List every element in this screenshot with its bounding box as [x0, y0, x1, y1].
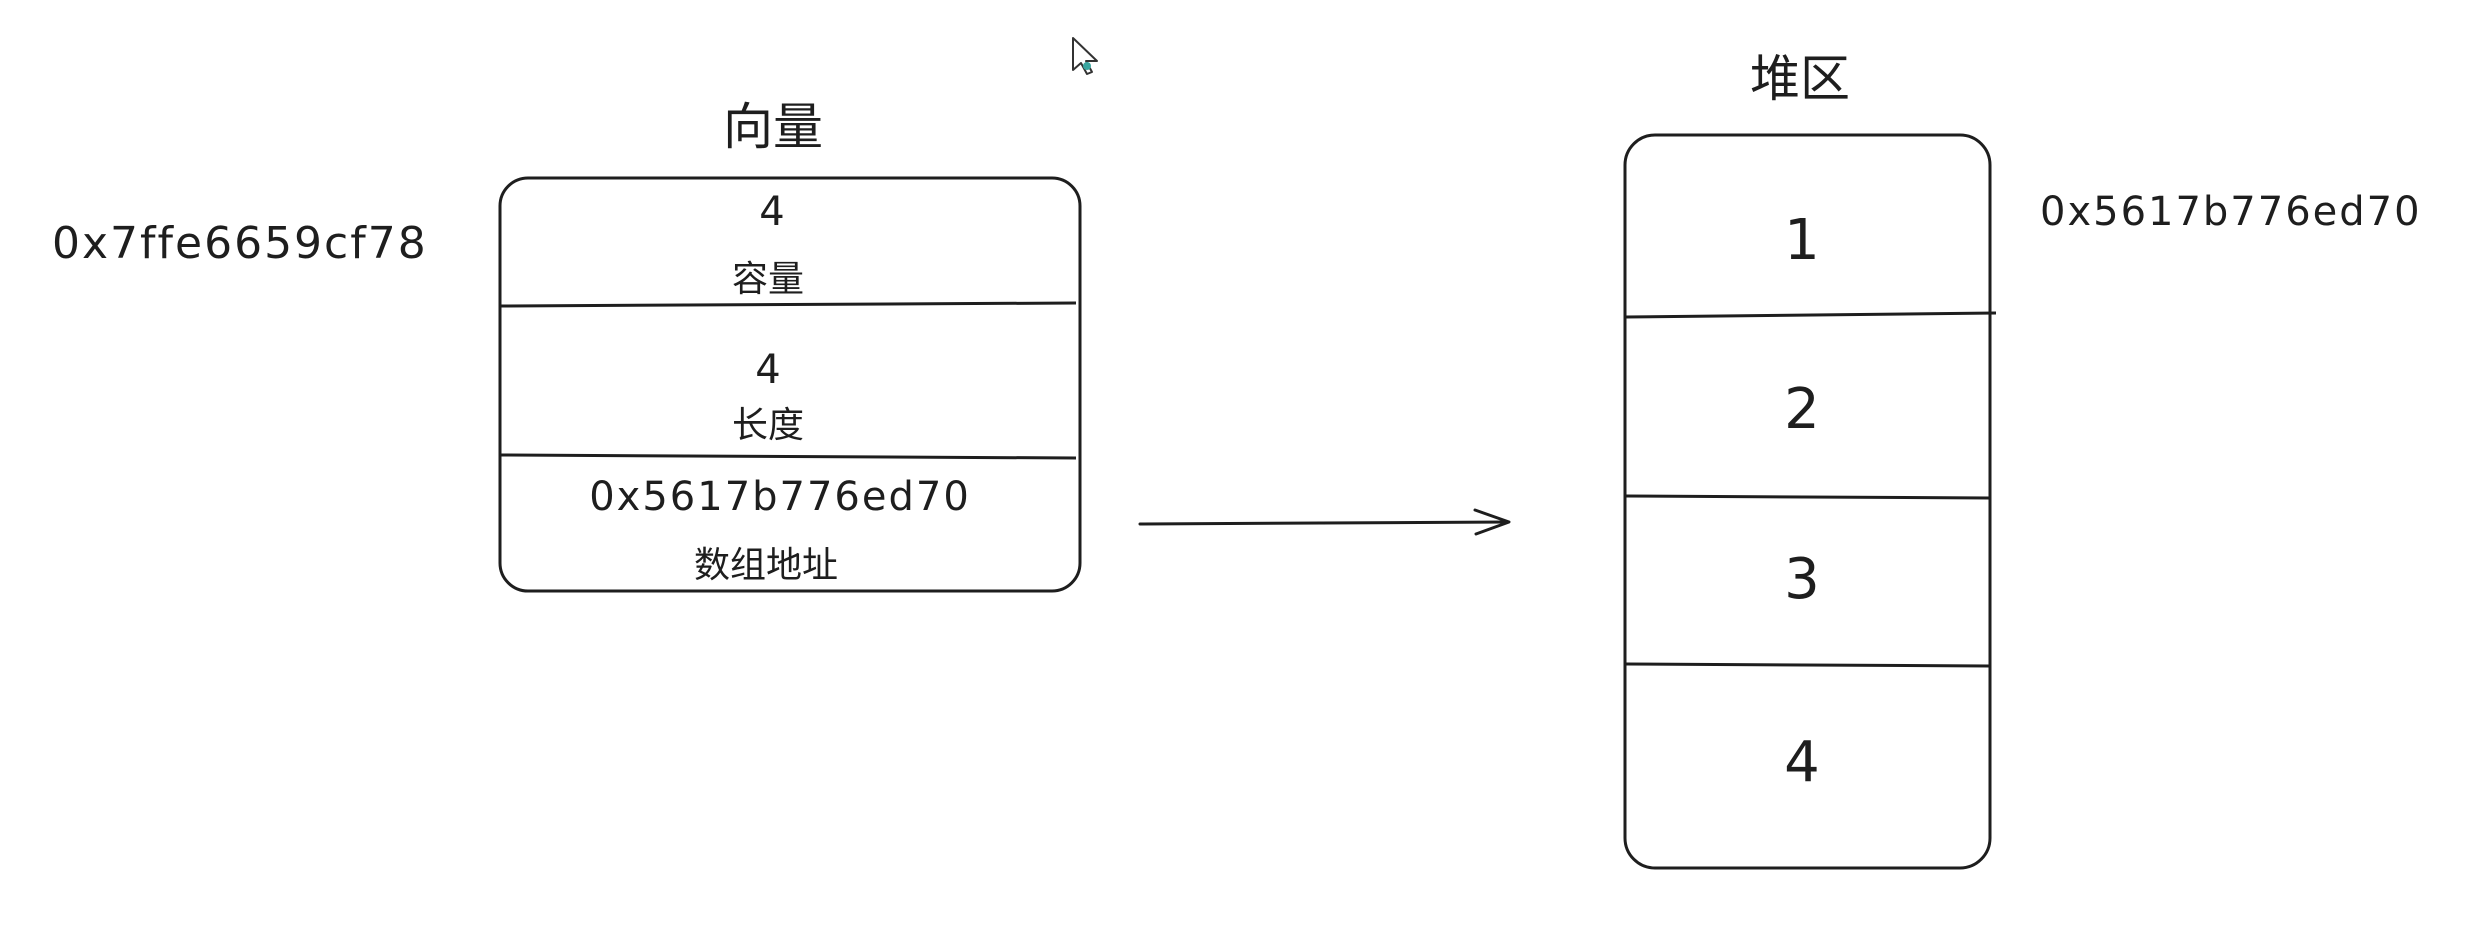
array-address-label: 数组地址	[693, 545, 839, 586]
capacity-label: 容量	[731, 259, 805, 300]
heap-address: 0x5617b776ed70	[2040, 189, 2422, 235]
array-address-value: 0x5617b776ed70	[589, 474, 971, 520]
capacity-value: 4	[759, 189, 785, 235]
heap-box	[1623, 133, 1992, 870]
heap-cell-2: 2	[1784, 377, 1820, 442]
heap-divider-1	[1625, 311, 1997, 319]
vector-box	[498, 176, 1082, 593]
pointer-arrow	[1138, 508, 1511, 536]
mouse-pointer-icon	[1072, 37, 1098, 75]
heap-divider-2	[1625, 494, 1990, 500]
vector-title: 向量	[723, 98, 823, 156]
heap-title: 堆区	[1750, 50, 1850, 108]
length-value: 4	[755, 347, 781, 393]
heap-divider-3	[1625, 662, 1990, 668]
heap-cell-3: 3	[1784, 547, 1820, 612]
vector-stack-address: 0x7ffe6659cf78	[52, 218, 428, 269]
vector-divider-2	[500, 453, 1077, 460]
heap-cell-1: 1	[1784, 208, 1820, 273]
length-label: 长度	[731, 405, 805, 446]
heap-cell-4: 4	[1784, 730, 1820, 795]
vector-divider-1	[500, 301, 1077, 308]
